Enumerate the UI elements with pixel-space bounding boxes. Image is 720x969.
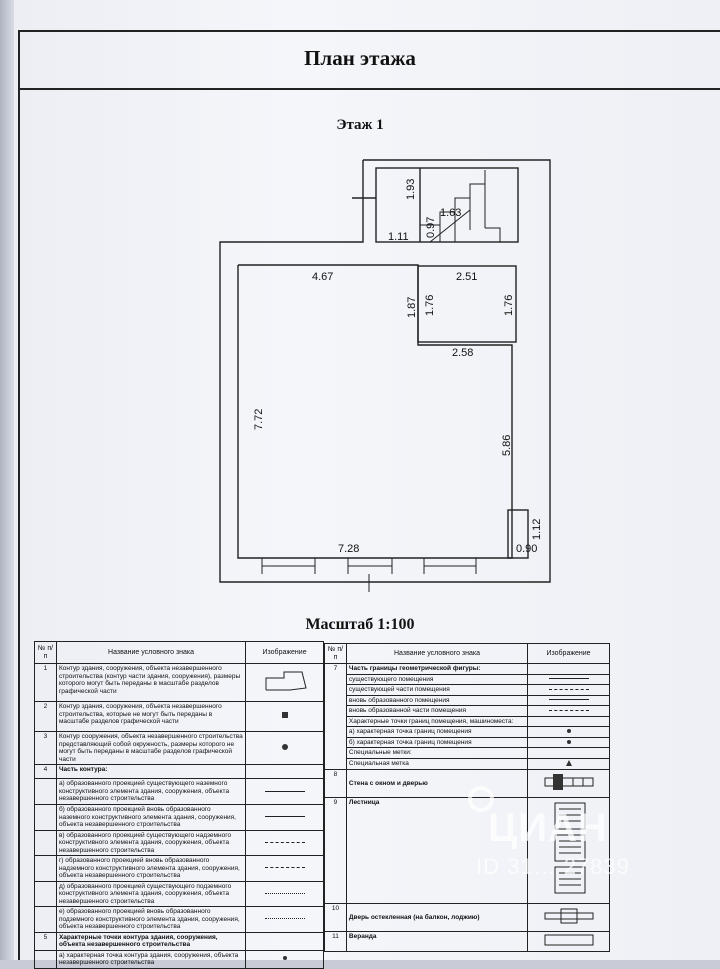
dashed-line-icon bbox=[264, 867, 305, 869]
legend-row: е) образованного проекцией вновь образов… bbox=[34, 906, 324, 933]
room-outline bbox=[417, 265, 517, 343]
dim-niche-width: 0.90 bbox=[516, 543, 537, 555]
dotted-line-icon bbox=[264, 892, 305, 894]
legend-row: Специальные метки: bbox=[325, 747, 610, 759]
point-symbol-icon bbox=[566, 739, 571, 744]
legend-row: а) характерная точка контура здания, соо… bbox=[34, 949, 324, 969]
stairs-icon bbox=[527, 797, 610, 904]
solid-line-icon bbox=[264, 816, 305, 818]
stair-block bbox=[375, 167, 519, 243]
legend-row: 5 Характерные точки контура здания, соор… bbox=[34, 931, 324, 951]
dim-stair-width: 1.63 bbox=[440, 207, 461, 219]
dim-hall-bottom: 7.28 bbox=[338, 543, 359, 555]
veranda-icon bbox=[527, 931, 610, 952]
legend-row: г) образованного проекцией вновь образов… bbox=[34, 855, 324, 882]
special-mark-icon bbox=[565, 759, 572, 766]
floor-title: Этаж 1 bbox=[336, 117, 384, 133]
point-symbol-icon bbox=[282, 956, 287, 961]
header-image: Изображение bbox=[245, 641, 324, 664]
dim-niche-height: 1.12 bbox=[531, 519, 543, 540]
floor-plan: 1.93 1.63 0.97 1.11 4.67 2.51 2.58 1.87 … bbox=[219, 159, 551, 592]
legend-row: существующего помещения bbox=[325, 673, 610, 685]
header-name: Название условного знака bbox=[345, 643, 529, 664]
legend-row: 2 Контур здания, сооружения, объекта нез… bbox=[34, 701, 324, 732]
legend-row: а) образованного проекцией существующего… bbox=[34, 778, 324, 805]
title-frame bbox=[18, 30, 720, 90]
header-name: Название условного знака bbox=[55, 641, 247, 664]
dim-partition-left: 1.87 bbox=[406, 297, 418, 318]
solid-line-icon bbox=[548, 678, 589, 680]
solid-line-icon bbox=[548, 699, 589, 701]
dim-stair-height: 1.93 bbox=[405, 179, 417, 200]
dim-room-top: 2.51 bbox=[456, 271, 477, 283]
dim-room-right: 1.76 bbox=[503, 295, 515, 316]
header-image: Изображение bbox=[527, 643, 610, 664]
content-frame bbox=[18, 86, 720, 960]
wall-window-door-icon bbox=[527, 769, 610, 798]
legend-row: 9 Лестница bbox=[324, 797, 610, 904]
legend-row: Специальная метка bbox=[325, 757, 610, 770]
glazed-door-icon bbox=[527, 903, 610, 932]
building-outline bbox=[219, 159, 551, 583]
legend-left-header: № п/п Название условного знака Изображен… bbox=[34, 641, 324, 664]
header-no: № п/п bbox=[324, 643, 347, 664]
legend-row: б) характерная точка границ помещения bbox=[325, 736, 610, 748]
dim-entry-width: 1.11 bbox=[388, 231, 409, 243]
niche-outline bbox=[507, 509, 529, 559]
legend-row: 4 Часть контура: bbox=[34, 764, 324, 779]
dashed-line-icon bbox=[264, 841, 305, 843]
legend-row: в) образованного проекцией существующего… bbox=[34, 829, 324, 856]
legend-row: а) характерная точка границ помещения bbox=[325, 726, 610, 738]
legend-row: 8 Стена с окном и дверью bbox=[324, 769, 610, 798]
legend-row: Характерные точки границ помещения, маши… bbox=[325, 715, 610, 727]
legend-right-header: № п/п Название условного знака Изображен… bbox=[324, 643, 610, 664]
legend-row: 11 Веранда bbox=[324, 931, 610, 952]
legend-row: 3 Контур сооружения, объекта незавершенн… bbox=[34, 731, 324, 765]
dashed-line-icon bbox=[548, 688, 589, 690]
point-symbol-icon bbox=[566, 729, 571, 733]
dotted-line-icon bbox=[264, 918, 305, 920]
legend-right: № п/п Название условного знака Изображен… bbox=[324, 643, 610, 952]
scale-title: Масштаб 1:100 bbox=[305, 616, 415, 633]
dim-room-left: 1.76 bbox=[424, 295, 436, 316]
dim-hall-height: 7.72 bbox=[253, 409, 265, 430]
dashed-line-icon bbox=[548, 709, 589, 711]
dim-stair-landing: 0.97 bbox=[425, 217, 437, 238]
legend-row: вновь образованного помещения bbox=[325, 694, 610, 706]
dim-right-wall: 5.86 bbox=[501, 435, 513, 456]
legend-left: № п/п Название условного знака Изображен… bbox=[34, 641, 324, 969]
dim-hall-top: 4.67 bbox=[312, 271, 333, 283]
legend-row: 7 Часть границы геометрической фигуры: bbox=[324, 663, 610, 770]
hall-outline bbox=[237, 264, 513, 559]
outline-symbol-icon bbox=[245, 663, 324, 702]
legend-row: д) образованного проекцией существующего… bbox=[34, 880, 324, 907]
square-symbol-icon bbox=[281, 712, 288, 719]
solid-line-icon bbox=[264, 790, 305, 792]
legend-row: вновь образованной части помещения bbox=[325, 705, 610, 717]
legend-row: существующей части помещения bbox=[325, 684, 610, 696]
legend-row: 1 Контур здания, сооружения, объекта нез… bbox=[34, 663, 324, 702]
dim-room-bottom: 2.58 bbox=[452, 347, 473, 359]
header-no: № п/п bbox=[34, 641, 57, 664]
sheet-edge bbox=[0, 0, 14, 960]
document-title: План этажа bbox=[304, 46, 416, 70]
legend-row: 10 Дверь остекленная (на балкон, лоджию) bbox=[324, 903, 610, 932]
legend-row: б) образованного проекцией вновь образов… bbox=[34, 804, 324, 831]
circle-symbol-icon bbox=[281, 743, 288, 750]
